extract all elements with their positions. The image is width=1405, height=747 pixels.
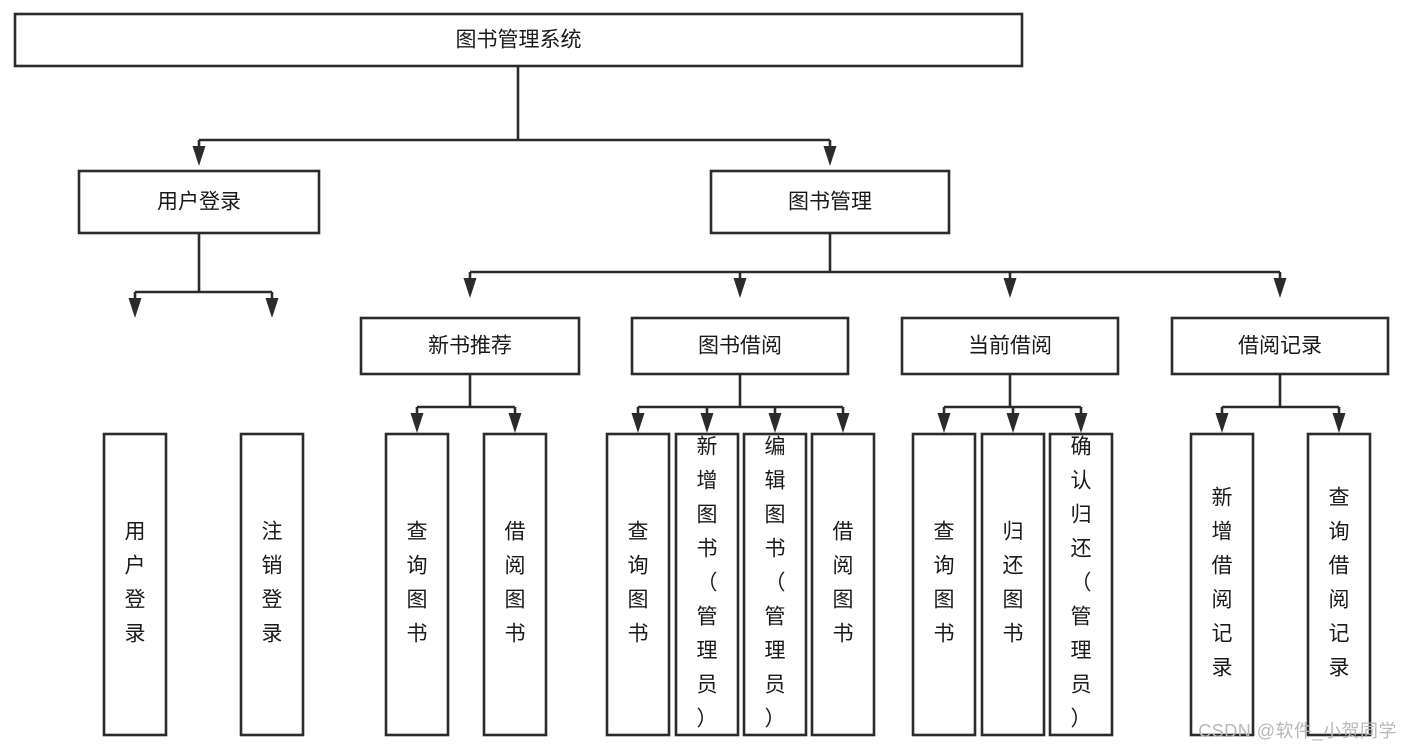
node-box	[1048, 432, 1114, 737]
node-box	[630, 316, 850, 376]
node-label: 用户登录	[157, 191, 241, 214]
node-label: 归还图书	[1003, 521, 1024, 646]
node-box	[102, 432, 168, 737]
node-box	[239, 432, 305, 737]
node-box	[482, 432, 548, 737]
node-leaf-查询图书[interactable]: 查询图书	[605, 432, 671, 737]
connector-level3-group-2	[631, 374, 850, 433]
node-leaf-确认归还管理员[interactable]: 确认归还（管理员）	[1048, 432, 1114, 737]
node-leaf-借阅图书[interactable]: 借阅图书	[482, 432, 548, 737]
node-box	[980, 432, 1046, 737]
node-leaf-查询借阅记录[interactable]: 查询借阅记录	[1306, 432, 1372, 737]
connector-level3-group-3	[937, 374, 1088, 433]
node-level2-用户登录[interactable]: 用户登录	[77, 169, 321, 235]
node-label: 查询图书	[628, 521, 649, 646]
arrow-head-icon	[1215, 413, 1229, 433]
node-label: 查询图书	[934, 521, 955, 646]
node-leaf-查询图书[interactable]: 查询图书	[384, 432, 450, 737]
node-box	[742, 432, 808, 737]
node-leaf-新增借阅记录[interactable]: 新增借阅记录	[1189, 432, 1255, 737]
arrow-head-icon	[836, 413, 850, 433]
node-box	[1306, 432, 1372, 737]
arrow-head-icon	[1273, 278, 1287, 298]
node-level3-借阅记录[interactable]: 借阅记录	[1170, 316, 1390, 376]
node-label: 用户登录	[125, 521, 146, 646]
node-label: 编辑图书（管理员）	[765, 436, 786, 731]
arrow-head-icon	[1006, 413, 1020, 433]
node-box	[900, 316, 1120, 376]
node-box	[77, 169, 321, 235]
arrow-head-icon	[1003, 278, 1017, 298]
arrow-head-icon	[823, 146, 837, 166]
node-level3-图书借阅[interactable]: 图书借阅	[630, 316, 850, 376]
node-box	[674, 432, 740, 737]
node-label: 图书管理系统	[456, 29, 582, 52]
node-label: 新增借阅记录	[1212, 487, 1233, 680]
connector-root-to-level2	[192, 66, 837, 166]
nodes-layer: 图书管理系统用户登录图书管理新书推荐图书借阅当前借阅借阅记录用户登录注销登录查询…	[13, 12, 1390, 737]
arrow-head-icon	[463, 278, 477, 298]
node-box	[605, 432, 671, 737]
node-label: 新书推荐	[428, 335, 512, 358]
node-box	[13, 12, 1024, 68]
node-leaf-新增图书管理员[interactable]: 新增图书（管理员）	[674, 432, 740, 737]
node-leaf-注销登录[interactable]: 注销登录	[239, 432, 305, 737]
node-box	[384, 432, 450, 737]
node-label: 确认归还（管理员）	[1071, 436, 1092, 731]
connector-level3-group-1	[410, 374, 522, 433]
node-leaf-归还图书[interactable]: 归还图书	[980, 432, 1046, 737]
arrow-head-icon	[410, 413, 424, 433]
node-leaf-借阅图书[interactable]: 借阅图书	[810, 432, 876, 737]
arrow-head-icon	[508, 413, 522, 433]
arrow-head-icon	[700, 413, 714, 433]
node-label: 查询借阅记录	[1329, 487, 1350, 680]
node-box	[709, 169, 951, 235]
node-box	[1170, 316, 1390, 376]
arrow-head-icon	[128, 298, 142, 318]
arrow-head-icon	[1332, 413, 1346, 433]
node-level3-当前借阅[interactable]: 当前借阅	[900, 316, 1120, 376]
node-label: 借阅图书	[505, 521, 526, 646]
arrow-head-icon	[265, 298, 279, 318]
node-box	[1189, 432, 1255, 737]
arrow-head-icon	[192, 146, 206, 166]
node-label: 注销登录	[262, 521, 283, 646]
node-label: 借阅图书	[833, 521, 854, 646]
connector-book-management-to-level3	[463, 233, 1287, 298]
node-box	[911, 432, 977, 737]
node-label: 查询图书	[407, 521, 428, 646]
connector-level3-group-4	[1215, 374, 1346, 433]
arrow-head-icon	[768, 413, 782, 433]
arrow-head-icon	[733, 278, 747, 298]
node-label: 当前借阅	[968, 335, 1052, 358]
watermark-label: CSDN @软件_小贺同学	[1198, 721, 1397, 741]
connector-user-login-to-leaves	[128, 233, 279, 318]
arrow-head-icon	[631, 413, 645, 433]
connectors-layer	[128, 66, 1346, 433]
node-box	[810, 432, 876, 737]
arrow-head-icon	[937, 413, 951, 433]
node-level3-新书推荐[interactable]: 新书推荐	[359, 316, 581, 376]
node-box	[359, 316, 581, 376]
node-level2-图书管理[interactable]: 图书管理	[709, 169, 951, 235]
node-root-图书管理系统[interactable]: 图书管理系统	[13, 12, 1024, 68]
node-label: 新增图书（管理员）	[697, 436, 718, 731]
node-leaf-编辑图书管理员[interactable]: 编辑图书（管理员）	[742, 432, 808, 737]
node-label: 图书借阅	[698, 335, 782, 358]
node-label: 图书管理	[788, 191, 872, 214]
node-leaf-用户登录[interactable]: 用户登录	[102, 432, 168, 737]
node-label: 借阅记录	[1238, 335, 1322, 358]
node-leaf-查询图书[interactable]: 查询图书	[911, 432, 977, 737]
arrow-head-icon	[1074, 413, 1088, 433]
